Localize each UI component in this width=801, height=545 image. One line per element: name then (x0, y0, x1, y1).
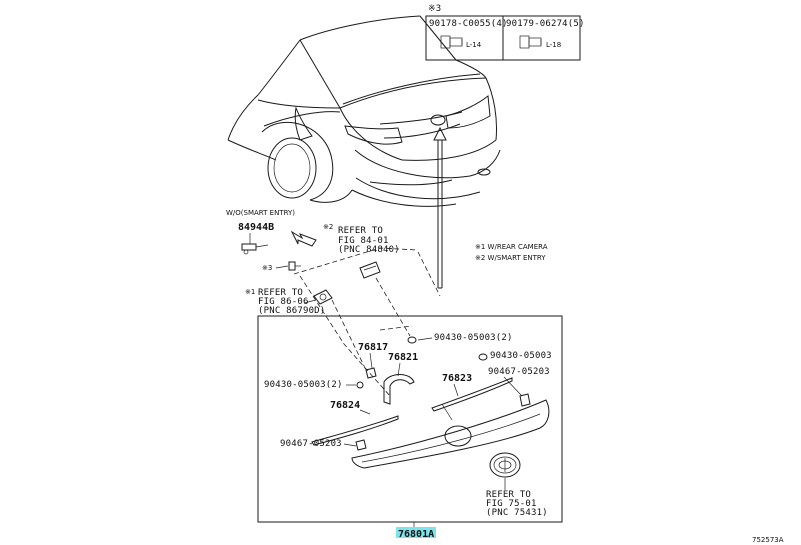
arrow-icon (290, 230, 317, 247)
label-90430-b: 90430-05003 (490, 351, 552, 361)
car-rear-illustration (227, 15, 501, 207)
location-arrow (433, 126, 447, 289)
clip-icon (356, 381, 364, 389)
note-smart-entry: ※2 W/SMART ENTRY (475, 254, 546, 262)
ref-86-mark: ※1 (245, 288, 255, 296)
part-76824 (311, 415, 399, 446)
label-90467-b: 90467-05203 (280, 439, 342, 449)
figure-id: 752573A (752, 536, 784, 544)
back-door-garnish (351, 399, 550, 469)
label-screw-mark: ※3 (262, 264, 272, 272)
clip-icon (478, 353, 488, 361)
rear-camera-icon (313, 289, 333, 305)
part-76821 (383, 374, 415, 405)
ref-75-line3: (PNC 75431) (486, 508, 548, 518)
legend-left-part: 90178-C0055(4) (429, 19, 508, 29)
ref-75-line1: REFER TO (486, 490, 531, 500)
switch-icon (359, 261, 381, 279)
label-76824: 76824 (330, 400, 360, 411)
ref-86-line3: (PNC 86790D) (258, 306, 325, 316)
main-assy-label[interactable]: 76801A (398, 529, 434, 540)
assembly-frame (257, 315, 563, 523)
ref-86-line1: REFER TO (258, 288, 303, 298)
label-90430-c: 90430-05003(2) (264, 380, 343, 390)
legend-right-size: L-18 (546, 41, 561, 49)
clip-icon (519, 393, 531, 407)
legend-left-size: L-14 (466, 41, 482, 49)
legend-right-part: 90179-06274(5) (506, 19, 585, 29)
clip-icon (355, 439, 367, 451)
bolt-icon (519, 35, 542, 49)
ref-84-line3: (PNC 84840) (338, 245, 400, 255)
ref-84-line1: REFER TO (338, 226, 383, 236)
label-76821: 76821 (388, 352, 418, 363)
label-76823: 76823 (442, 373, 472, 384)
clip-icon (407, 336, 417, 344)
label-90430-a: 90430-05003(2) (434, 333, 513, 343)
ref-84-line2: FIG 84-01 (338, 236, 389, 246)
ref-86-line2: FIG 86-06 (258, 297, 309, 307)
connector-icon (241, 243, 269, 255)
ref-75-line2: FIG 75-01 (486, 499, 537, 509)
part-76817 (365, 367, 377, 379)
legend-box: ※3 90178-C0055(4) 90179-06274(5) L-14 L-… (425, 4, 585, 61)
screw-icon (288, 261, 301, 271)
main-assy-highlight (396, 527, 436, 538)
smart-entry-label: W/O(SMART ENTRY) (226, 209, 295, 217)
legend-mark: ※3 (428, 4, 441, 14)
part-76823 (431, 377, 513, 412)
label-84944B: 84944B (238, 222, 274, 233)
emblem-icon (489, 452, 521, 478)
note-rear-camera: ※1 W/REAR CAMERA (475, 243, 548, 251)
label-76817: 76817 (358, 342, 388, 353)
label-90467-a: 90467-05203 (488, 367, 550, 377)
ref-84-mark: ※2 (323, 223, 333, 231)
